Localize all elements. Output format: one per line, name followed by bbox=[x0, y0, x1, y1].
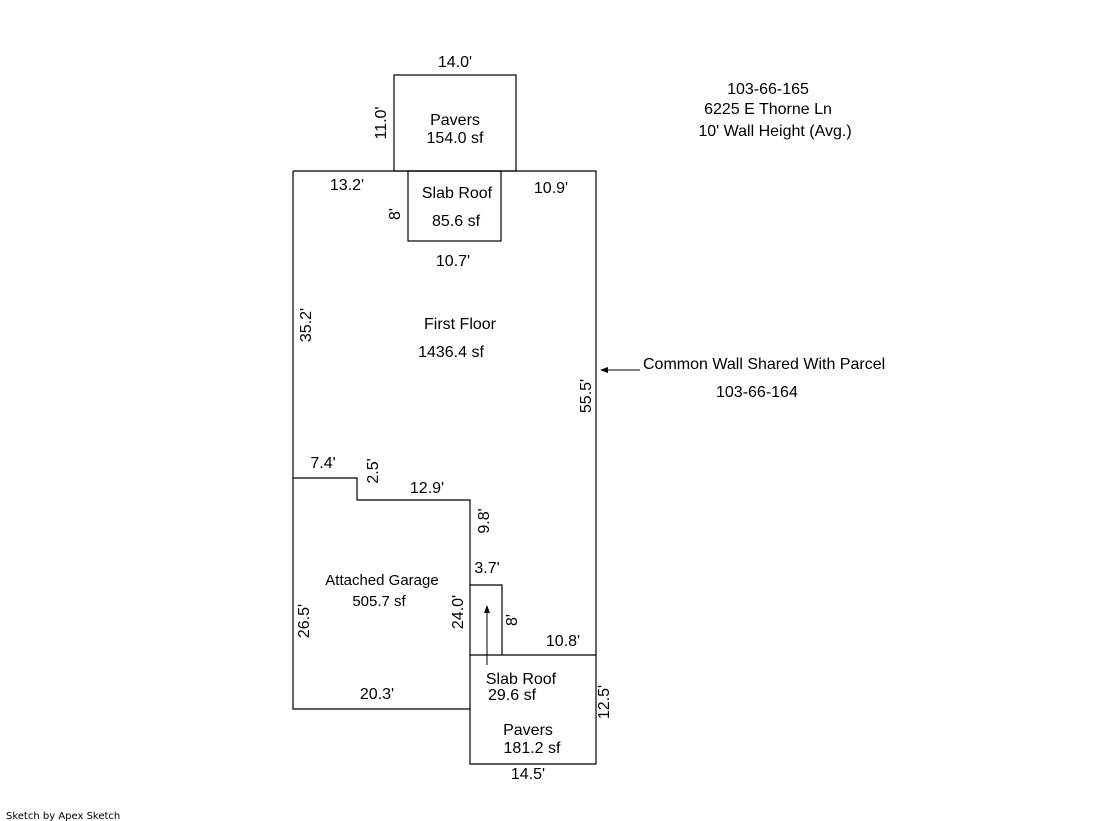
slab-roof-top-area: 85.6 sf bbox=[432, 213, 481, 230]
garage-area: 505.7 sf bbox=[352, 593, 406, 610]
dim-garage-right-upper: 9.8' bbox=[476, 508, 493, 533]
wall-height: 10' Wall Height (Avg.) bbox=[698, 123, 851, 140]
dim-garage-step-drop: 2.5' bbox=[365, 458, 382, 483]
dim-garage-left: 26.5' bbox=[296, 604, 313, 638]
common-wall-note: Common Wall Shared With Parcel bbox=[643, 356, 885, 373]
pavers-top-area: 154.0 sf bbox=[427, 130, 484, 147]
dim-notch-width: 3.7' bbox=[474, 560, 499, 577]
dim-pavers-bottom-width: 14.5' bbox=[511, 766, 545, 783]
dim-garage-bottom: 20.3' bbox=[360, 686, 394, 703]
first-floor-name: First Floor bbox=[424, 316, 497, 333]
garage-name: Attached Garage bbox=[325, 572, 438, 589]
slab-roof-top-name: Slab Roof bbox=[422, 185, 493, 202]
slab-roof-bottom-name: Slab Roof bbox=[486, 671, 557, 688]
garage-upper-wall bbox=[293, 477, 471, 709]
dim-pavers-bottom-right: 12.5' bbox=[596, 685, 613, 719]
dim-garage-top: 12.9' bbox=[410, 480, 444, 497]
address: 6225 E Thorne Ln bbox=[704, 101, 832, 118]
dim-slab-top-depth: 8' bbox=[387, 208, 404, 220]
slab-roof-bottom-area: 29.6 sf bbox=[488, 687, 537, 704]
slab-roof-top-outline bbox=[407, 170, 502, 242]
dim-garage-right: 24.0' bbox=[450, 595, 467, 629]
common-wall-parcel: 103-66-164 bbox=[716, 384, 798, 401]
dim-pavers-top-width: 14.0' bbox=[438, 54, 472, 71]
pavers-bottom-area: 181.2 sf bbox=[504, 740, 561, 757]
dim-ff-top-left: 13.2' bbox=[330, 177, 364, 194]
pavers-top-name: Pavers bbox=[430, 112, 480, 129]
dim-pavers-bottom-top: 10.8' bbox=[546, 633, 580, 650]
slab-roof-notch bbox=[470, 584, 503, 655]
parcel-id: 103-66-165 bbox=[727, 81, 809, 98]
pavers-bottom-name: Pavers bbox=[503, 722, 553, 739]
dim-pavers-top-height: 11.0' bbox=[373, 106, 390, 139]
dim-ff-left: 35.2' bbox=[298, 308, 315, 342]
dim-notch-depth: 8' bbox=[504, 614, 521, 626]
first-floor-outline bbox=[292, 170, 597, 765]
dim-slab-top-width: 10.7' bbox=[436, 253, 470, 270]
first-floor-area: 1436.4 sf bbox=[418, 344, 484, 361]
sketch-credit: Sketch by Apex Sketch bbox=[6, 811, 120, 821]
dim-garage-step-top: 7.4' bbox=[310, 455, 335, 472]
dim-ff-top-right: 10.9' bbox=[534, 180, 568, 197]
dim-ff-right: 55.5' bbox=[578, 379, 595, 413]
